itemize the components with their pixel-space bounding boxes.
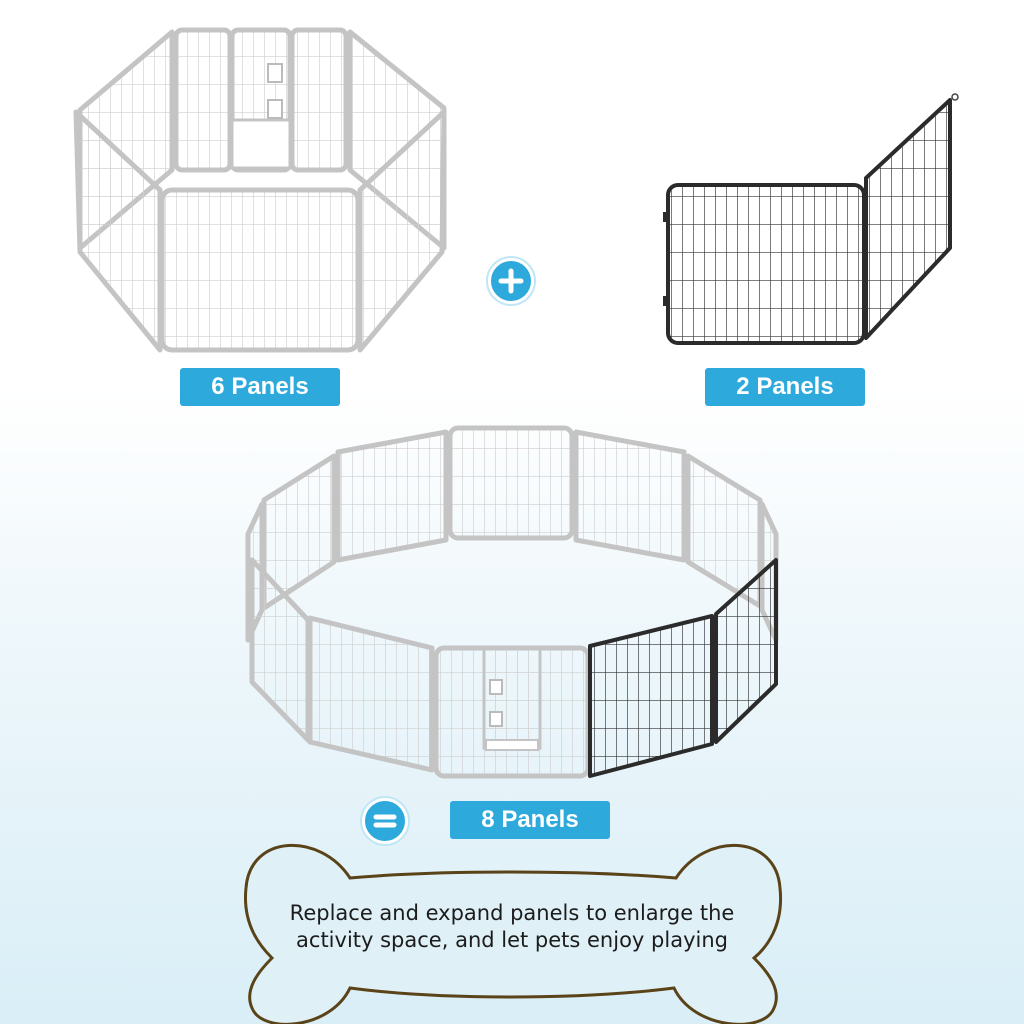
- caption-line-1: Replace and expand panels to enlarge the: [289, 901, 735, 925]
- eight-panels-label: 8 Panels: [450, 801, 610, 839]
- two-panel-extension: [663, 93, 959, 345]
- two-panels-label: 2 Panels: [705, 368, 865, 406]
- bone-caption: Replace and expand panels to enlarge the…: [250, 900, 774, 954]
- plus-icon: [498, 268, 524, 294]
- equals-badge: [362, 798, 408, 844]
- eight-panel-playpen: [245, 425, 779, 779]
- six-panel-playpen: [73, 27, 447, 353]
- caption-line-2: activity space, and let pets enjoy playi…: [296, 928, 728, 952]
- dog-bone-shape: [243, 844, 783, 1024]
- six-panels-label: 6 Panels: [180, 368, 340, 406]
- equals-icon: [373, 814, 397, 828]
- plus-badge: [488, 258, 534, 304]
